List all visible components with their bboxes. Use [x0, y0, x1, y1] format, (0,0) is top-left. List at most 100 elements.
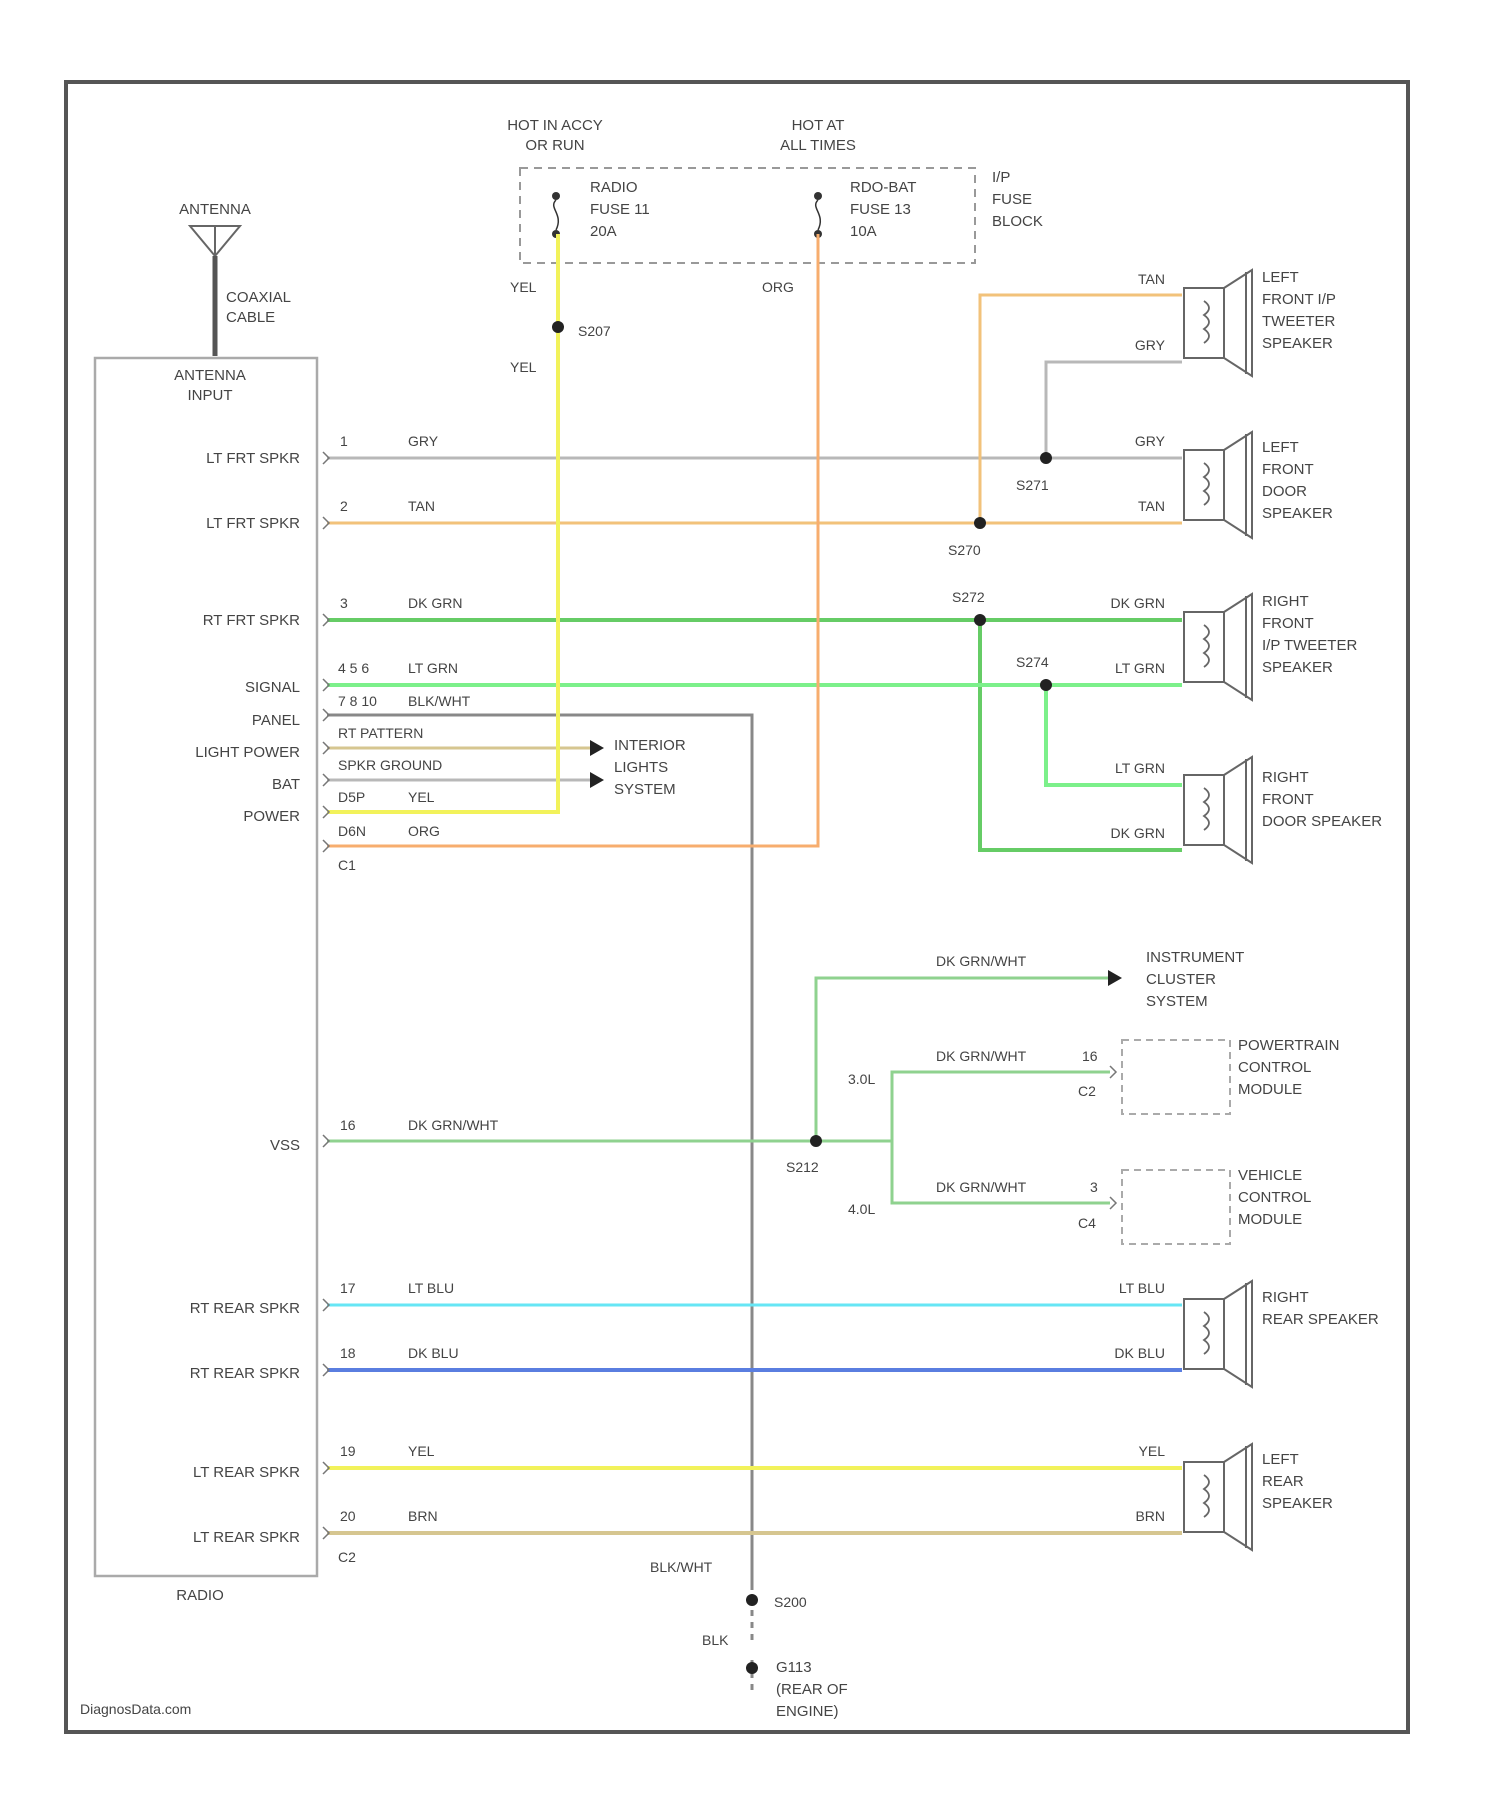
splice-s271: [1040, 452, 1052, 464]
pin-label-power: POWER: [243, 808, 300, 825]
rf-door-label-3: DOOR SPEAKER: [1262, 813, 1382, 830]
interior-lights-label-1: INTERIOR: [614, 737, 686, 754]
vss-color: DK GRN/WHT: [408, 1117, 499, 1133]
pin-label-rt-rear-spkr-1: RT REAR SPKR: [190, 1300, 300, 1317]
instrument-cluster-wire: DK GRN/WHT: [936, 953, 1027, 969]
rf-door-label-1: RIGHT: [1262, 769, 1309, 786]
ground-wire-bottom: BLK: [702, 1632, 729, 1648]
vcm-pin: 3: [1090, 1179, 1098, 1195]
pin-label-rt-rear-spkr-2: RT REAR SPKR: [190, 1365, 300, 1382]
pin-label-lt-frt-spkr-2: LT FRT SPKR: [206, 515, 300, 532]
wire-labels-top: YEL YEL ORG S207: [510, 279, 794, 375]
rf-door-label-2: FRONT: [1262, 791, 1314, 808]
lf-door-label-4: SPEAKER: [1262, 505, 1333, 522]
ground-g113-point: [746, 1662, 758, 1674]
d5p-color: YEL: [408, 789, 435, 805]
d6n-label: D6N: [338, 823, 366, 839]
rdo-bat-fuse-label-3: 10A: [850, 223, 877, 240]
radio-fuse-label-1: RADIO: [590, 179, 638, 196]
rr1-pin: 17: [340, 1280, 356, 1296]
speaker-rf-door: [1184, 757, 1252, 863]
rf-tweeter-wire-b: LT GRN: [1115, 660, 1165, 676]
fuse-block-label-1: I/P: [992, 169, 1010, 186]
vcm-label-3: MODULE: [1238, 1211, 1302, 1228]
pin-terminals: [323, 452, 329, 1539]
lf-tweeter-wire-b: GRY: [1135, 337, 1166, 353]
lf-tweeter-wire-a: TAN: [1138, 271, 1165, 287]
coaxial-cable-label-2: CABLE: [226, 309, 275, 326]
wire-2-pin: 2: [340, 498, 348, 514]
rf-door-wire-a: LT GRN: [1115, 760, 1165, 776]
lf-tweeter-label-4: SPEAKER: [1262, 335, 1333, 352]
vss-destinations: DK GRN/WHT INSTRUMENT CLUSTER SYSTEM 3.0…: [848, 949, 1339, 1244]
hot-acc-run-label-1: HOT IN ACCY: [507, 117, 603, 134]
lf-door-label-3: DOOR: [1262, 483, 1307, 500]
splice-s200-label: S200: [774, 1594, 807, 1610]
pin-label-signal: SIGNAL: [245, 679, 300, 696]
hot-acc-run-label-2: OR RUN: [525, 137, 584, 154]
lf-tweeter-label-1: LEFT: [1262, 269, 1299, 286]
r-rear-wire-a: LT BLU: [1119, 1280, 1165, 1296]
pcm-label-1: POWERTRAIN: [1238, 1037, 1339, 1054]
wire-4-color: LT GRN: [408, 660, 458, 676]
pcm-engine: 3.0L: [848, 1071, 875, 1087]
rf-tweeter-label-3: I/P TWEETER: [1262, 637, 1357, 654]
pcm-label-3: MODULE: [1238, 1081, 1302, 1098]
vcm-box: [1122, 1170, 1230, 1244]
rdo-bat-fuse-label-1: RDO-BAT: [850, 179, 916, 196]
ground-label-1: G113: [776, 1659, 812, 1676]
wire-5-color: BLK/WHT: [408, 693, 471, 709]
instrument-cluster-label-2: CLUSTER: [1146, 971, 1216, 988]
lr2-pin: 20: [340, 1508, 356, 1524]
rdo-bat-fuse-label-2: FUSE 13: [850, 201, 911, 218]
lr1-pin: 19: [340, 1443, 356, 1459]
antenna-input-label-2: INPUT: [188, 387, 233, 404]
l-rear-wire-b: BRN: [1135, 1508, 1165, 1524]
speaker-r-rear: [1184, 1281, 1252, 1387]
splice-s207: [552, 321, 564, 333]
yel-top-label-2: YEL: [510, 359, 537, 375]
wire-2-color: TAN: [408, 498, 435, 514]
watermark: DiagnosData.com: [80, 1701, 191, 1717]
rf-door-wire-b: DK GRN: [1111, 825, 1165, 841]
speakers: [1184, 270, 1252, 1550]
pin-label-light-power: LIGHT POWER: [195, 744, 300, 761]
pcm-wire: DK GRN/WHT: [936, 1048, 1027, 1064]
l-rear-label-3: SPEAKER: [1262, 1495, 1333, 1512]
pin-label-lt-rear-spkr-1: LT REAR SPKR: [193, 1464, 300, 1481]
r-rear-wire-b: DK BLU: [1114, 1345, 1165, 1361]
r-rear-label-1: RIGHT: [1262, 1289, 1309, 1306]
wire-1-color: GRY: [408, 433, 439, 449]
d5p-label: D5P: [338, 789, 365, 805]
vcm-engine: 4.0L: [848, 1201, 875, 1217]
lf-door-wire-b: TAN: [1138, 498, 1165, 514]
fuse-block: HOT IN ACCY OR RUN HOT AT ALL TIMES I/P …: [507, 117, 1043, 263]
vcm-wire: DK GRN/WHT: [936, 1179, 1027, 1195]
splice-s212: [810, 1135, 822, 1147]
splice-s207-label: S207: [578, 323, 611, 339]
wire-rear-speakers: [327, 1305, 1182, 1533]
ground: BLK/WHT BLK G113 (REAR OF ENGINE): [650, 1559, 848, 1720]
pin-label-rt-frt-spkr: RT FRT SPKR: [203, 612, 300, 629]
splice-s212-label: S212: [786, 1159, 819, 1175]
fuse-block-label-3: BLOCK: [992, 213, 1043, 230]
coaxial-cable-label-1: COAXIAL: [226, 289, 291, 306]
ground-wire-top: BLK/WHT: [650, 1559, 713, 1575]
fuse-block-label-2: FUSE: [992, 191, 1032, 208]
r-rear-label-2: REAR SPEAKER: [1262, 1311, 1379, 1328]
rf-tweeter-label-4: SPEAKER: [1262, 659, 1333, 676]
hot-all-times-label-1: HOT AT: [792, 117, 845, 134]
pcm-pin: 16: [1082, 1048, 1098, 1064]
wire-blk-wht-ground: [327, 715, 752, 1690]
vcm-connector: C4: [1078, 1215, 1096, 1231]
wire-tan-lt-frt: [327, 295, 1182, 523]
lf-tweeter-label-3: TWEETER: [1262, 313, 1335, 330]
l-rear-label-2: REAR: [1262, 1473, 1304, 1490]
splice-s271-label: S271: [1016, 477, 1049, 493]
rr2-color: DK BLU: [408, 1345, 459, 1361]
radio-fuse-label-3: 20A: [590, 223, 617, 240]
vcm-label-2: CONTROL: [1238, 1189, 1311, 1206]
antenna: ANTENNA COAXIAL CABLE: [179, 201, 291, 356]
d6n-color: ORG: [408, 823, 440, 839]
